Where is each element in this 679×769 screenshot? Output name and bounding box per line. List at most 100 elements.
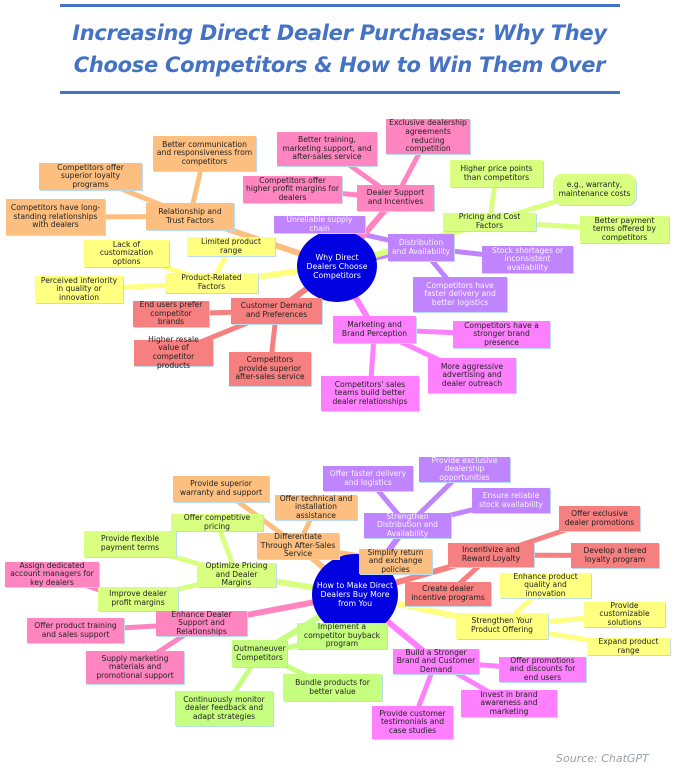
leaf-node-end-users-prefer-competitor-brands[interactable]: End users prefer competitor brands xyxy=(133,300,209,327)
leaf-node-provide-superior-warranty-and-support[interactable]: Provide superior warranty and support xyxy=(173,476,269,502)
leaf-node-improve-dealer-profit-margins-label: Improve dealer profit margins xyxy=(109,589,167,607)
leaf-node-improve-dealer-profit-margins[interactable]: Improve dealer profit margins xyxy=(98,587,178,611)
leaf-node-continuously-monitor-dealer-feedback-and[interactable]: Continuously monitor dealer feedback and… xyxy=(175,691,273,726)
leaf-node-more-aggressive-advertising-and-dealer-o[interactable]: More aggressive advertising and dealer o… xyxy=(428,358,516,393)
page-title-line-2: Choose Competitors & How to Win Them Ove… xyxy=(73,53,606,77)
branch-node-build-a-stronger-brand-and-customer-dema-label: Build a Stronger Brand and Customer Dema… xyxy=(396,647,476,674)
leaf-node-end-users-prefer-competitor-brands-label: End users prefer competitor brands xyxy=(139,300,203,327)
leaf-node-ensure-reliable-stock-availability-label: Ensure reliable stock availability xyxy=(479,490,543,509)
branch-node-enhance-dealer-support-and-relationships[interactable]: Enhance Dealer Support and Relationships xyxy=(156,609,247,636)
branch-node-differentiate-through-after-sales-servic-label: Differentiate Through After-Sales Servic… xyxy=(260,532,336,559)
branch-node-strengthen-distribution-and-availability[interactable]: Strengthen Distribution and Availability xyxy=(364,511,451,538)
leaf-node-provide-exclusive-dealership-opportuniti[interactable]: Provide exclusive dealership opportuniti… xyxy=(419,455,510,482)
leaf-node-higher-resale-value-of-competitor-produc[interactable]: Higher resale value of competitor produc… xyxy=(134,335,213,369)
leaf-node-simplify-return-and-exchange-policies[interactable]: Simplify return and exchange policies xyxy=(359,547,432,574)
branch-node-customer-demand-and-preferences[interactable]: Customer Demand and Preferences xyxy=(231,298,322,324)
branch-node-marketing-and-brand-perception-label: Marketing and Brand Perception xyxy=(341,319,408,338)
leaf-node-competitors-offer-higher-profit-margins-[interactable]: Competitors offer higher profit margins … xyxy=(243,176,342,203)
branch-node-outmaneuver-competitors-label: Outmaneuver Competitors xyxy=(233,643,286,662)
leaf-node-offer-exclusive-dealer-promotions-label: Offer exclusive dealer promotions xyxy=(564,508,635,527)
leaf-node-better-training-marketing-support-and-af[interactable]: Better training, marketing support, and … xyxy=(277,132,377,166)
leaf-node-competitors-have-faster-delivery-and-bet[interactable]: Competitors have faster delivery and bet… xyxy=(413,277,507,312)
leaf-node-exclusive-dealership-agreements-reducing-label: Exclusive dealership agreements reducing… xyxy=(389,118,467,154)
leaf-node-better-training-marketing-support-and-af-label: Better training, marketing support, and … xyxy=(282,135,372,162)
branch-node-product-related-factors[interactable]: Product-Related Factors xyxy=(165,273,258,293)
leaf-node-lack-of-customization-options-label: Lack of customization options xyxy=(99,239,154,266)
leaf-node-competitors-have-a-stronger-brand-presen[interactable]: Competitors have a stronger brand presen… xyxy=(453,321,550,348)
leaf-node-unreliable-supply-chain[interactable]: Unreliable supply chain xyxy=(274,215,365,233)
leaf-node-enhance-product-quality-and-innovation[interactable]: Enhance product quality and innovation xyxy=(500,572,591,598)
branch-node-relationship-and-trust-factors[interactable]: Relationship and Trust Factors xyxy=(146,203,234,230)
leaf-node-better-communication-and-responsiveness-[interactable]: Better communication and responsiveness … xyxy=(153,136,256,171)
leaf-node-provide-flexible-payment-terms-label: Provide flexible payment terms xyxy=(100,534,160,552)
leaf-node-better-payment-terms-offered-by-competit-label: Better payment terms offered by competit… xyxy=(592,215,657,242)
leaf-node-provide-customizable-solutions[interactable]: Provide customizable solutions xyxy=(584,601,665,627)
leaf-node-provide-exclusive-dealership-opportuniti-label: Provide exclusive dealership opportuniti… xyxy=(431,455,498,482)
leaf-node-develop-a-tiered-loyalty-program-label: Develop a tiered loyalty program xyxy=(583,545,647,564)
branch-node-incentivize-and-reward-loyalty[interactable]: Incentivize and Reward Loyalty xyxy=(448,543,534,567)
source-caption: Source: ChatGPT xyxy=(556,752,649,765)
leaf-node-create-dealer-incentive-programs[interactable]: Create dealer incentive programs xyxy=(405,582,491,606)
leaf-node-competitors-sales-teams-build-better-dea-label: Competitors' sales teams build better de… xyxy=(332,379,408,406)
leaf-node-supply-marketing-materials-and-promotion-label: Supply marketing materials and promotion… xyxy=(96,653,174,680)
leaf-node-competitors-have-long-standing-relations-label: Competitors have long-standing relations… xyxy=(10,203,101,230)
branch-node-enhance-dealer-support-and-relationships-label: Enhance Dealer Support and Relationships xyxy=(171,609,232,636)
branch-node-build-a-stronger-brand-and-customer-dema[interactable]: Build a Stronger Brand and Customer Dema… xyxy=(393,647,479,674)
leaf-node-offer-faster-delivery-and-logistics[interactable]: Offer faster delivery and logistics xyxy=(323,466,413,491)
title-rule-top xyxy=(60,4,620,7)
leaf-node-offer-promotions-and-discounts-for-end-u[interactable]: Offer promotions and discounts for end u… xyxy=(499,656,586,682)
leaf-node-develop-a-tiered-loyalty-program[interactable]: Develop a tiered loyalty program xyxy=(571,543,659,568)
leaf-node-higher-price-points-than-competitors[interactable]: Higher price points than competitors xyxy=(450,160,543,187)
leaf-node-competitors-sales-teams-build-better-dea[interactable]: Competitors' sales teams build better de… xyxy=(321,376,419,411)
leaf-node-provide-customer-testimonials-and-case-s[interactable]: Provide customer testimonials and case s… xyxy=(372,706,453,739)
leaf-node-lack-of-customization-options[interactable]: Lack of customization options xyxy=(84,240,169,267)
central-topic-0[interactable]: Why Direct Dealers Choose Competitors xyxy=(297,230,377,302)
leaf-node-invest-in-brand-awareness-and-marketing[interactable]: Invest in brand awareness and marketing xyxy=(461,690,557,717)
leaf-node-competitors-offer-superior-loyalty-progr[interactable]: Competitors offer superior loyalty progr… xyxy=(39,163,142,190)
leaf-node-stock-shortages-or-inconsistent-availabi[interactable]: Stock shortages or inconsistent availabi… xyxy=(482,246,573,273)
leaf-node-competitors-have-long-standing-relations[interactable]: Competitors have long-standing relations… xyxy=(6,199,105,235)
branch-node-optimize-pricing-and-dealer-margins[interactable]: Optimize Pricing and Dealer Margins xyxy=(197,561,276,588)
leaf-node-ensure-reliable-stock-availability[interactable]: Ensure reliable stock availability xyxy=(472,488,550,513)
leaf-node-e-g-warranty-maintenance-costs[interactable]: e.g., warranty, maintenance costs xyxy=(553,174,636,205)
leaf-node-expand-product-range[interactable]: Expand product range xyxy=(587,636,670,655)
leaf-node-better-payment-terms-offered-by-competit[interactable]: Better payment terms offered by competit… xyxy=(580,216,669,243)
leaf-node-bundle-products-for-better-value[interactable]: Bundle products for better value xyxy=(283,674,382,701)
leaf-node-provide-superior-warranty-and-support-label: Provide superior warranty and support xyxy=(179,479,263,497)
branch-node-differentiate-through-after-sales-servic[interactable]: Differentiate Through After-Sales Servic… xyxy=(257,532,339,559)
leaf-node-implement-a-competitor-buyback-program[interactable]: Implement a competitor buyback program xyxy=(297,622,387,649)
leaf-node-supply-marketing-materials-and-promotion[interactable]: Supply marketing materials and promotion… xyxy=(86,651,184,684)
leaf-node-provide-flexible-payment-terms[interactable]: Provide flexible payment terms xyxy=(84,531,176,557)
leaf-node-offer-product-training-and-sales-support[interactable]: Offer product training and sales support xyxy=(27,618,124,643)
leaf-node-expand-product-range-label: Expand product range xyxy=(598,636,659,655)
leaf-node-competitors-have-a-stronger-brand-presen-label: Competitors have a stronger brand presen… xyxy=(464,320,539,347)
branch-node-outmaneuver-competitors[interactable]: Outmaneuver Competitors xyxy=(232,640,287,667)
leaf-node-perceived-inferiority-in-quality-or-inno[interactable]: Perceived inferiority in quality or inno… xyxy=(35,276,123,303)
branch-node-distribution-and-availability-label: Distribution and Availability xyxy=(391,237,451,256)
leaf-node-stock-shortages-or-inconsistent-availabi-label: Stock shortages or inconsistent availabi… xyxy=(491,245,564,272)
leaf-node-competitors-provide-superior-after-sales-label: Competitors provide superior after-sales… xyxy=(235,355,305,382)
leaf-node-perceived-inferiority-in-quality-or-inno-label: Perceived inferiority in quality or inno… xyxy=(40,275,118,302)
branch-node-pricing-and-cost-factors-label: Pricing and Cost Factors xyxy=(458,212,521,230)
leaf-node-limited-product-range[interactable]: Limited product range xyxy=(187,237,275,256)
branch-node-strengthen-your-product-offering[interactable]: Strengthen Your Product Offering xyxy=(456,613,548,639)
branch-node-relationship-and-trust-factors-label: Relationship and Trust Factors xyxy=(158,206,222,225)
branch-node-dealer-support-and-incentives-label: Dealer Support and Incentives xyxy=(366,188,425,206)
leaf-node-competitors-offer-higher-profit-margins--label: Competitors offer higher profit margins … xyxy=(246,175,339,202)
leaf-node-assign-dedicated-account-managers-for-ke[interactable]: Assign dedicated account managers for ke… xyxy=(5,561,99,587)
leaf-node-competitors-provide-superior-after-sales[interactable]: Competitors provide superior after-sales… xyxy=(229,352,311,386)
leaf-node-continuously-monitor-dealer-feedback-and-label: Continuously monitor dealer feedback and… xyxy=(183,694,265,721)
branch-node-dealer-support-and-incentives[interactable]: Dealer Support and Incentives xyxy=(357,185,434,211)
leaf-node-simplify-return-and-exchange-policies-label: Simplify return and exchange policies xyxy=(367,547,424,574)
leaf-node-limited-product-range-label: Limited product range xyxy=(201,236,261,255)
branch-node-optimize-pricing-and-dealer-margins-label: Optimize Pricing and Dealer Margins xyxy=(205,561,268,588)
branch-node-strengthen-distribution-and-availability-label: Strengthen Distribution and Availability xyxy=(376,511,438,538)
leaf-node-offer-technical-and-installation-assista[interactable]: Offer technical and installation assista… xyxy=(275,494,357,520)
leaf-node-offer-exclusive-dealer-promotions[interactable]: Offer exclusive dealer promotions xyxy=(559,506,640,531)
branch-node-customer-demand-and-preferences-label: Customer Demand and Preferences xyxy=(240,301,313,319)
branch-node-marketing-and-brand-perception[interactable]: Marketing and Brand Perception xyxy=(333,316,416,343)
leaf-node-offer-competitive-pricing[interactable]: Offer competitive pricing xyxy=(171,513,263,531)
branch-node-pricing-and-cost-factors[interactable]: Pricing and Cost Factors xyxy=(443,213,536,231)
leaf-node-exclusive-dealership-agreements-reducing[interactable]: Exclusive dealership agreements reducing… xyxy=(386,118,470,154)
branch-node-distribution-and-availability[interactable]: Distribution and Availability xyxy=(388,234,454,261)
